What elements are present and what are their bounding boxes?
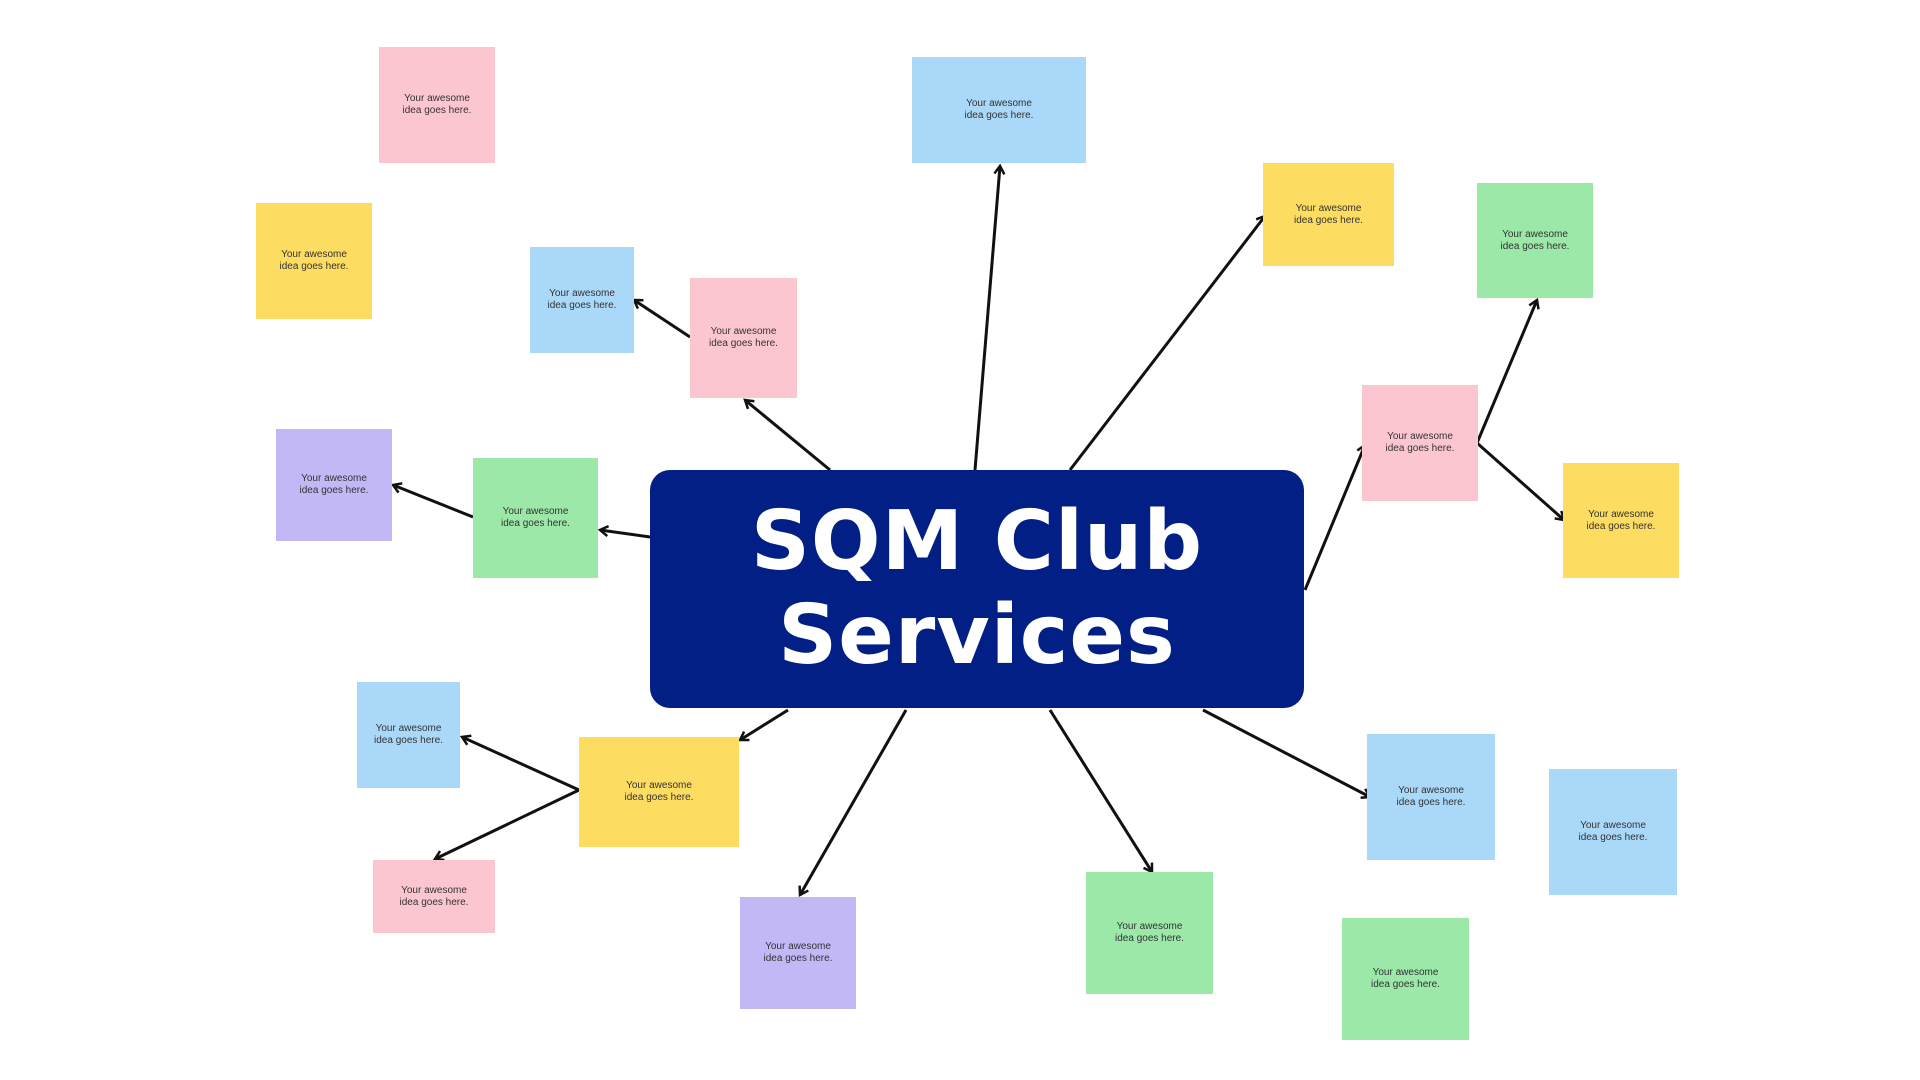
sticky-note[interactable]: Your awesome idea goes here. [1563, 463, 1679, 578]
sticky-note-text: Your awesome idea goes here. [547, 288, 617, 311]
sticky-note[interactable]: Your awesome idea goes here. [912, 57, 1086, 163]
arrow-note-04-to-note-05 [634, 300, 691, 339]
sticky-note-text: Your awesome idea goes here. [1115, 921, 1184, 944]
sticky-note[interactable]: Your awesome idea goes here. [1477, 183, 1593, 298]
central-title-box: SQM Club Services [650, 470, 1304, 708]
arrow-center-to-note-09 [600, 530, 651, 539]
sticky-note[interactable]: Your awesome idea goes here. [690, 278, 797, 398]
arrow-note-09-to-note-08 [393, 485, 474, 519]
arrow-center-to-note-03 [973, 166, 1000, 471]
sticky-note[interactable]: Your awesome idea goes here. [1263, 163, 1394, 266]
sticky-note-text: Your awesome idea goes here. [1371, 967, 1440, 990]
sticky-note-text: Your awesome idea goes here. [1578, 820, 1648, 843]
sticky-note[interactable]: Your awesome idea goes here. [379, 47, 495, 163]
sticky-note-text: Your awesome idea goes here. [1500, 228, 1570, 252]
sticky-note[interactable]: Your awesome idea goes here. [1086, 872, 1213, 994]
sticky-note-text: Your awesome idea goes here. [1586, 508, 1656, 532]
sticky-note[interactable]: Your awesome idea goes here. [373, 860, 495, 933]
arrow-center-to-note-06 [1068, 216, 1265, 471]
sticky-note[interactable]: Your awesome idea goes here. [740, 897, 856, 1009]
sticky-note[interactable]: Your awesome idea goes here. [473, 458, 598, 578]
sticky-note[interactable]: Your awesome idea goes here. [579, 737, 739, 847]
sticky-note-text: Your awesome idea goes here. [763, 941, 833, 964]
sticky-note-text: Your awesome idea goes here. [1396, 785, 1466, 808]
sticky-note-text: Your awesome idea goes here. [709, 326, 778, 349]
arrow-center-to-note-16 [1048, 709, 1154, 872]
arrow-center-to-note-10 [1303, 445, 1365, 591]
sticky-note-text: Your awesome idea goes here. [964, 98, 1034, 121]
sticky-note[interactable]: Your awesome idea goes here. [256, 203, 372, 319]
sticky-note-text: Your awesome idea goes here. [399, 884, 469, 908]
sticky-note-text: Your awesome idea goes here. [402, 93, 472, 116]
sticky-note[interactable]: Your awesome idea goes here. [357, 682, 460, 788]
arrow-note-13-to-note-12 [462, 737, 580, 792]
central-title: SQM Club Services [751, 495, 1203, 683]
sticky-note-text: Your awesome idea goes here. [1385, 431, 1455, 454]
sticky-note[interactable]: Your awesome idea goes here. [1342, 918, 1469, 1040]
title-line-1: SQM Club [750, 494, 1204, 589]
arrow-center-to-note-17 [1202, 708, 1370, 797]
sticky-note-text: Your awesome idea goes here. [374, 723, 443, 746]
sticky-note[interactable]: Your awesome idea goes here. [530, 247, 634, 353]
arrow-center-to-note-04 [745, 400, 831, 472]
sticky-note[interactable]: Your awesome idea goes here. [276, 429, 392, 541]
title-line-2: Services [778, 588, 1176, 683]
sticky-note-text: Your awesome idea goes here. [624, 780, 694, 803]
arrow-center-to-note-13 [740, 708, 789, 742]
arrow-note-10-to-note-11 [1476, 441, 1564, 520]
arrow-center-to-note-15 [800, 709, 908, 895]
sticky-note-text: Your awesome idea goes here. [1294, 202, 1363, 226]
sticky-note[interactable]: Your awesome idea goes here. [1367, 734, 1495, 860]
arrow-note-13-to-note-14 [435, 788, 580, 859]
sticky-note-text: Your awesome idea goes here. [299, 473, 369, 496]
sticky-note[interactable]: Your awesome idea goes here. [1362, 385, 1478, 501]
sticky-note-text: Your awesome idea goes here. [279, 249, 349, 272]
arrow-note-10-to-note-07 [1475, 300, 1537, 444]
sticky-note-text: Your awesome idea goes here. [501, 506, 570, 529]
sticky-note[interactable]: Your awesome idea goes here. [1549, 769, 1677, 895]
